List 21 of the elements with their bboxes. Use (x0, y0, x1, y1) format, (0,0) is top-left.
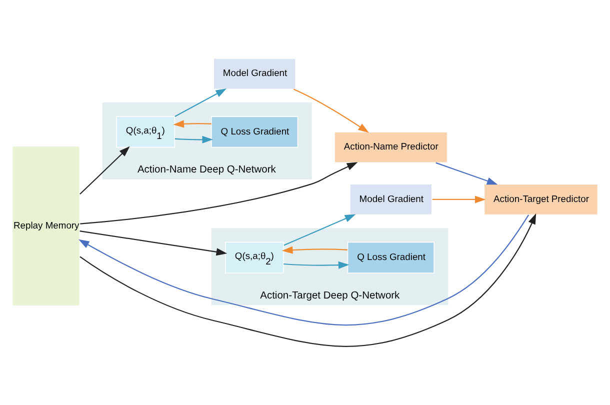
arrow (294, 88, 369, 133)
arrow (282, 246, 348, 254)
arrow (432, 196, 486, 204)
node-box: Replay Memory (12, 146, 80, 306)
arrow (80, 213, 536, 347)
node-box: Model Gradient (349, 184, 432, 216)
node-box: Q Loss Gradient (347, 242, 435, 274)
arrow (80, 162, 358, 224)
arrow (174, 88, 227, 117)
arrow (174, 136, 214, 144)
arrow (80, 146, 130, 195)
node-box: Model Gradient (213, 58, 296, 90)
arrow (436, 162, 498, 185)
node-box: Action-Target Predictor (484, 184, 598, 216)
node-box: Q Loss Gradient (210, 116, 298, 148)
arrow (284, 261, 350, 269)
arrow (80, 230, 228, 256)
arrow (78, 214, 530, 326)
node-box: Action-Name Predictor (334, 132, 448, 164)
arrow (173, 120, 212, 128)
arrow (284, 214, 356, 246)
